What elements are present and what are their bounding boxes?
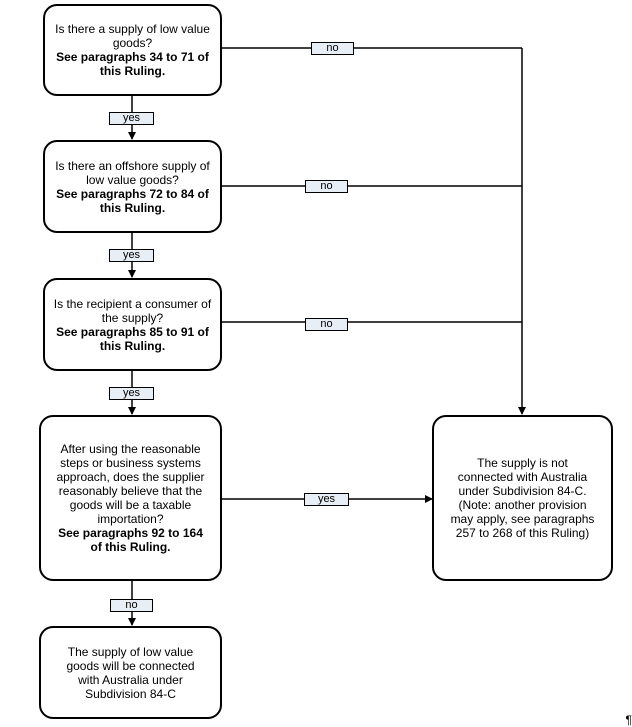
outcome-text: The supply of low value goods will be co…: [66, 644, 195, 701]
question-box-supply: Is there a supply of low value goods? Se…: [43, 4, 222, 96]
reference-text: See paragraphs 92 to 164 of this Ruling.: [58, 526, 203, 554]
no-label: no: [305, 180, 348, 193]
question-text: Is the recipient a consumer of the suppl…: [53, 296, 212, 325]
yes-label: yes: [109, 112, 154, 125]
yes-label: yes: [304, 493, 349, 506]
outcome-text: The supply is not connected with Austral…: [450, 456, 595, 540]
question-box-consumer: Is the recipient a consumer of the suppl…: [43, 278, 222, 371]
question-text: After using the reasonable steps or busi…: [56, 442, 205, 526]
question-box-offshore: Is there an offshore supply of low value…: [43, 140, 222, 233]
no-label: no: [305, 318, 348, 331]
reference-text: See paragraphs 85 to 91 of this Ruling.: [56, 324, 209, 353]
paragraph-mark: ¶: [625, 713, 632, 727]
no-label: no: [311, 42, 354, 55]
yes-label: yes: [109, 249, 154, 262]
question-text: Is there a supply of low value goods?: [55, 22, 210, 50]
no-label: no: [110, 599, 153, 612]
yes-label: yes: [109, 387, 154, 400]
reference-text: See paragraphs 72 to 84 of this Ruling.: [56, 186, 209, 215]
reference-text: See paragraphs 34 to 71 of this Ruling.: [56, 50, 209, 78]
outcome-box-connected: The supply of low value goods will be co…: [39, 626, 222, 719]
question-text: Is there an offshore supply of low value…: [55, 158, 210, 187]
question-box-taxable-importation: After using the reasonable steps or busi…: [39, 415, 222, 581]
outcome-box-not-connected: The supply is not connected with Austral…: [432, 415, 613, 581]
